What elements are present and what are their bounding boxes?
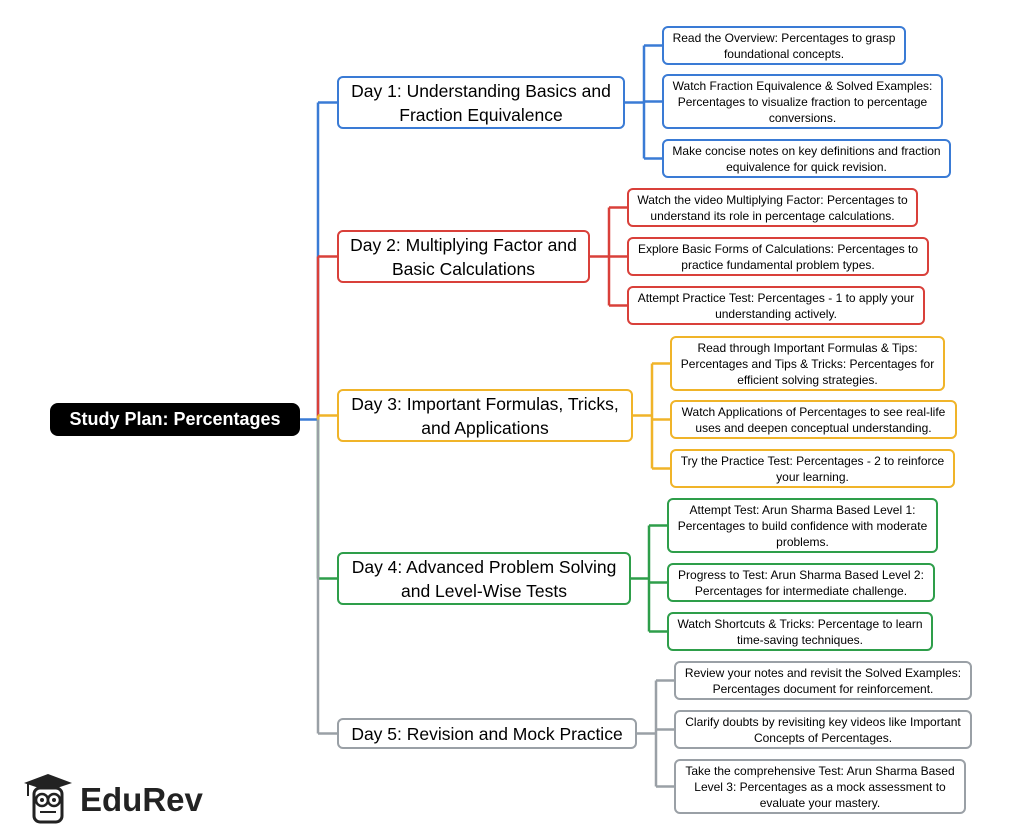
task-node-1-3: Make concise notes on key definitions an… [662,139,951,178]
task-node-4-1: Attempt Test: Arun Sharma Based Level 1:… [667,498,938,553]
task-node-5-2: Clarify doubts by revisiting key videos … [674,710,972,749]
task-text: Clarify doubts by revisiting key videos … [685,714,961,745]
task-node-2-3: Attempt Practice Test: Percentages - 1 t… [627,286,925,325]
task-text: Explore Basic Forms of Calculations: Per… [637,241,919,272]
task-node-4-3: Watch Shortcuts & Tricks: Percentage to … [667,612,933,651]
task-text: Review your notes and revisit the Solved… [684,665,962,696]
task-node-3-1: Read through Important Formulas & Tips: … [670,336,945,391]
task-node-5-3: Take the comprehensive Test: Arun Sharma… [674,759,966,814]
task-node-4-2: Progress to Test: Arun Sharma Based Leve… [667,563,935,602]
task-text: Read the Overview: Percentages to grasp … [672,30,896,61]
graduate-owl-icon [24,774,72,824]
task-node-2-2: Explore Basic Forms of Calculations: Per… [627,237,929,276]
task-node-3-2: Watch Applications of Percentages to see… [670,400,957,439]
logo-text: EduRev [80,781,203,818]
task-text: Take the comprehensive Test: Arun Sharma… [685,763,955,810]
task-node-3-3: Try the Practice Test: Percentages - 2 t… [670,449,955,488]
task-text: Watch the video Multiplying Factor: Perc… [637,192,908,223]
root-node: Study Plan: Percentages [50,403,300,436]
edurev-logo [24,774,72,824]
day-title-5: Day 5: Revision and Mock Practice [351,723,623,744]
task-text: Watch Shortcuts & Tricks: Percentage to … [677,616,923,647]
day-title-1: Day 1: Understanding Basics and Fraction… [351,80,611,125]
day-node-3: Day 3: Important Formulas, Tricks, and A… [337,389,633,442]
day-node-5: Day 5: Revision and Mock Practice [337,718,637,749]
day-node-4: Day 4: Advanced Problem Solving and Leve… [337,552,631,605]
day-node-2: Day 2: Multiplying Factor and Basic Calc… [337,230,590,283]
task-text: Watch Fraction Equivalence & Solved Exam… [672,78,933,125]
task-text: Try the Practice Test: Percentages - 2 t… [680,453,945,484]
task-text: Attempt Practice Test: Percentages - 1 t… [637,290,915,321]
day-title-3: Day 3: Important Formulas, Tricks, and A… [351,393,619,438]
day-node-1: Day 1: Understanding Basics and Fraction… [337,76,625,129]
task-text: Read through Important Formulas & Tips: … [680,340,935,387]
day-title-2: Day 2: Multiplying Factor and Basic Calc… [350,234,577,279]
task-node-1-1: Read the Overview: Percentages to grasp … [662,26,906,65]
task-node-2-1: Watch the video Multiplying Factor: Perc… [627,188,918,227]
day-title-4: Day 4: Advanced Problem Solving and Leve… [351,556,617,601]
task-node-1-2: Watch Fraction Equivalence & Solved Exam… [662,74,943,129]
task-node-5-1: Review your notes and revisit the Solved… [674,661,972,700]
task-text: Make concise notes on key definitions an… [672,143,941,174]
task-text: Progress to Test: Arun Sharma Based Leve… [678,567,924,598]
task-text: Attempt Test: Arun Sharma Based Level 1:… [677,502,928,549]
task-text: Watch Applications of Percentages to see… [681,404,946,435]
root-label: Study Plan: Percentages [69,409,281,429]
